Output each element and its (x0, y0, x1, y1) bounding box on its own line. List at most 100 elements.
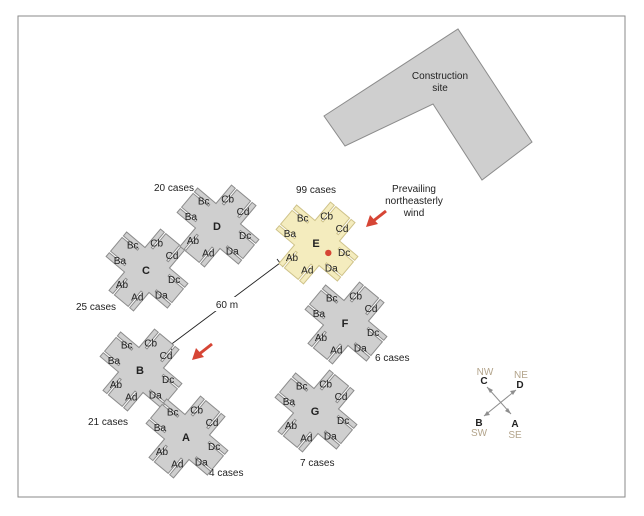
wing-label-cd: Cd (336, 224, 349, 235)
wing-label-ba: Ba (114, 256, 127, 267)
wing-label-ba: Ba (185, 212, 198, 223)
construction-label-line2: site (432, 83, 448, 94)
wing-label-da: Da (155, 291, 168, 302)
building-name: E (312, 238, 319, 250)
cases-label-a: 4 cases (209, 468, 243, 479)
compass-nw: NW (477, 367, 494, 378)
wing-label-ab: Ab (315, 333, 328, 344)
building-a-outline (145, 395, 229, 479)
construction-site (323, 28, 533, 181)
wing-label-cd: Cd (206, 418, 219, 429)
building-c-outline (105, 228, 189, 312)
buildings-layer: CbCdDcDaAdAbBaBcCCbCdDcDaAdAbBaBcDCbCdDc… (99, 184, 388, 479)
building-name: D (213, 221, 221, 233)
diagram-frame (17, 15, 626, 498)
wing-label-ab: Ab (110, 380, 123, 391)
cases-label-c: 25 cases (76, 302, 116, 313)
wing-label-ba: Ba (284, 229, 297, 240)
wing-label-bc: Bc (127, 241, 139, 252)
wing-label-ad: Ad (330, 346, 342, 357)
wing-label-cd: Cd (335, 392, 348, 403)
building-b-outline (99, 328, 183, 412)
wing-label-cb: Cb (320, 211, 333, 222)
wing-label-cb: Cb (150, 238, 163, 249)
cases-label-g: 7 cases (300, 458, 334, 469)
building-g-outline (274, 369, 358, 453)
wing-label-da: Da (149, 391, 162, 402)
wind-arrow-southwest (192, 342, 213, 360)
wing-label-dc: Dc (367, 328, 379, 339)
wing-label-dc: Dc (162, 375, 174, 386)
building-name: B (136, 365, 144, 377)
wing-label-ad: Ad (300, 434, 312, 445)
wing-label-ab: Ab (285, 421, 298, 432)
wind-arrow-northeast (366, 209, 387, 227)
building-f-outline (304, 281, 388, 365)
wing-label-bc: Bc (297, 214, 309, 225)
wing-label-dc: Dc (168, 275, 180, 286)
wing-label-ab: Ab (156, 447, 169, 458)
wing-label-cd: Cd (166, 251, 179, 262)
source-marker (325, 249, 332, 257)
construction-label-line1: Construction (412, 71, 468, 82)
building-e-outline (275, 201, 359, 285)
wing-label-cb: Cb (319, 379, 332, 390)
cases-label-d: 20 cases (154, 183, 194, 194)
wind-label-line3: wind (403, 208, 425, 219)
wing-label-cb: Cb (190, 405, 203, 416)
compass-sw: SW (471, 428, 488, 439)
compass-se: SE (508, 430, 522, 441)
wing-label-ba: Ba (108, 356, 121, 367)
compass: NW NE C D B A SW SE (471, 367, 528, 441)
wing-label-da: Da (226, 247, 239, 258)
wing-label-cb: Cb (349, 291, 362, 302)
building-d-outline (176, 184, 260, 268)
building-name: C (142, 265, 150, 277)
wing-label-ab: Ab (187, 236, 200, 247)
cases-label-e: 99 cases (296, 185, 336, 196)
wing-label-cb: Cb (144, 338, 157, 349)
wing-label-bc: Bc (198, 197, 210, 208)
wing-label-bc: Bc (121, 341, 133, 352)
building-name: A (182, 432, 190, 444)
wing-label-da: Da (325, 264, 338, 275)
wing-label-ad: Ad (301, 266, 313, 277)
wing-label-ba: Ba (313, 309, 326, 320)
wing-label-ad: Ad (171, 460, 183, 471)
wind-label-line1: Prevailing (392, 184, 436, 195)
wing-label-ad: Ad (202, 249, 214, 260)
building-name: G (311, 406, 320, 418)
wing-label-ba: Ba (154, 423, 167, 434)
wing-label-ab: Ab (116, 280, 129, 291)
cases-label-f: 6 cases (375, 353, 409, 364)
wing-label-bc: Bc (167, 408, 179, 419)
wing-label-cd: Cd (365, 304, 378, 315)
wing-label-dc: Dc (208, 442, 220, 453)
wing-label-cd: Cd (237, 207, 250, 218)
wing-label-da: Da (354, 344, 367, 355)
compass-ne: NE (514, 370, 528, 381)
wing-label-cb: Cb (221, 194, 234, 205)
distance-label: 60 m (216, 300, 238, 311)
wing-label-ab: Ab (286, 253, 299, 264)
wing-label-ad: Ad (131, 293, 143, 304)
compass-a: A (511, 419, 518, 430)
compass-d: D (516, 380, 523, 391)
compass-b: B (475, 418, 482, 429)
wing-label-da: Da (324, 432, 337, 443)
wing-label-dc: Dc (338, 248, 350, 259)
wing-label-dc: Dc (337, 416, 349, 427)
wing-label-ad: Ad (125, 393, 137, 404)
wing-label-da: Da (195, 458, 208, 469)
building-name: F (342, 318, 349, 330)
wing-label-cd: Cd (160, 351, 173, 362)
cases-label-b: 21 cases (88, 417, 128, 428)
